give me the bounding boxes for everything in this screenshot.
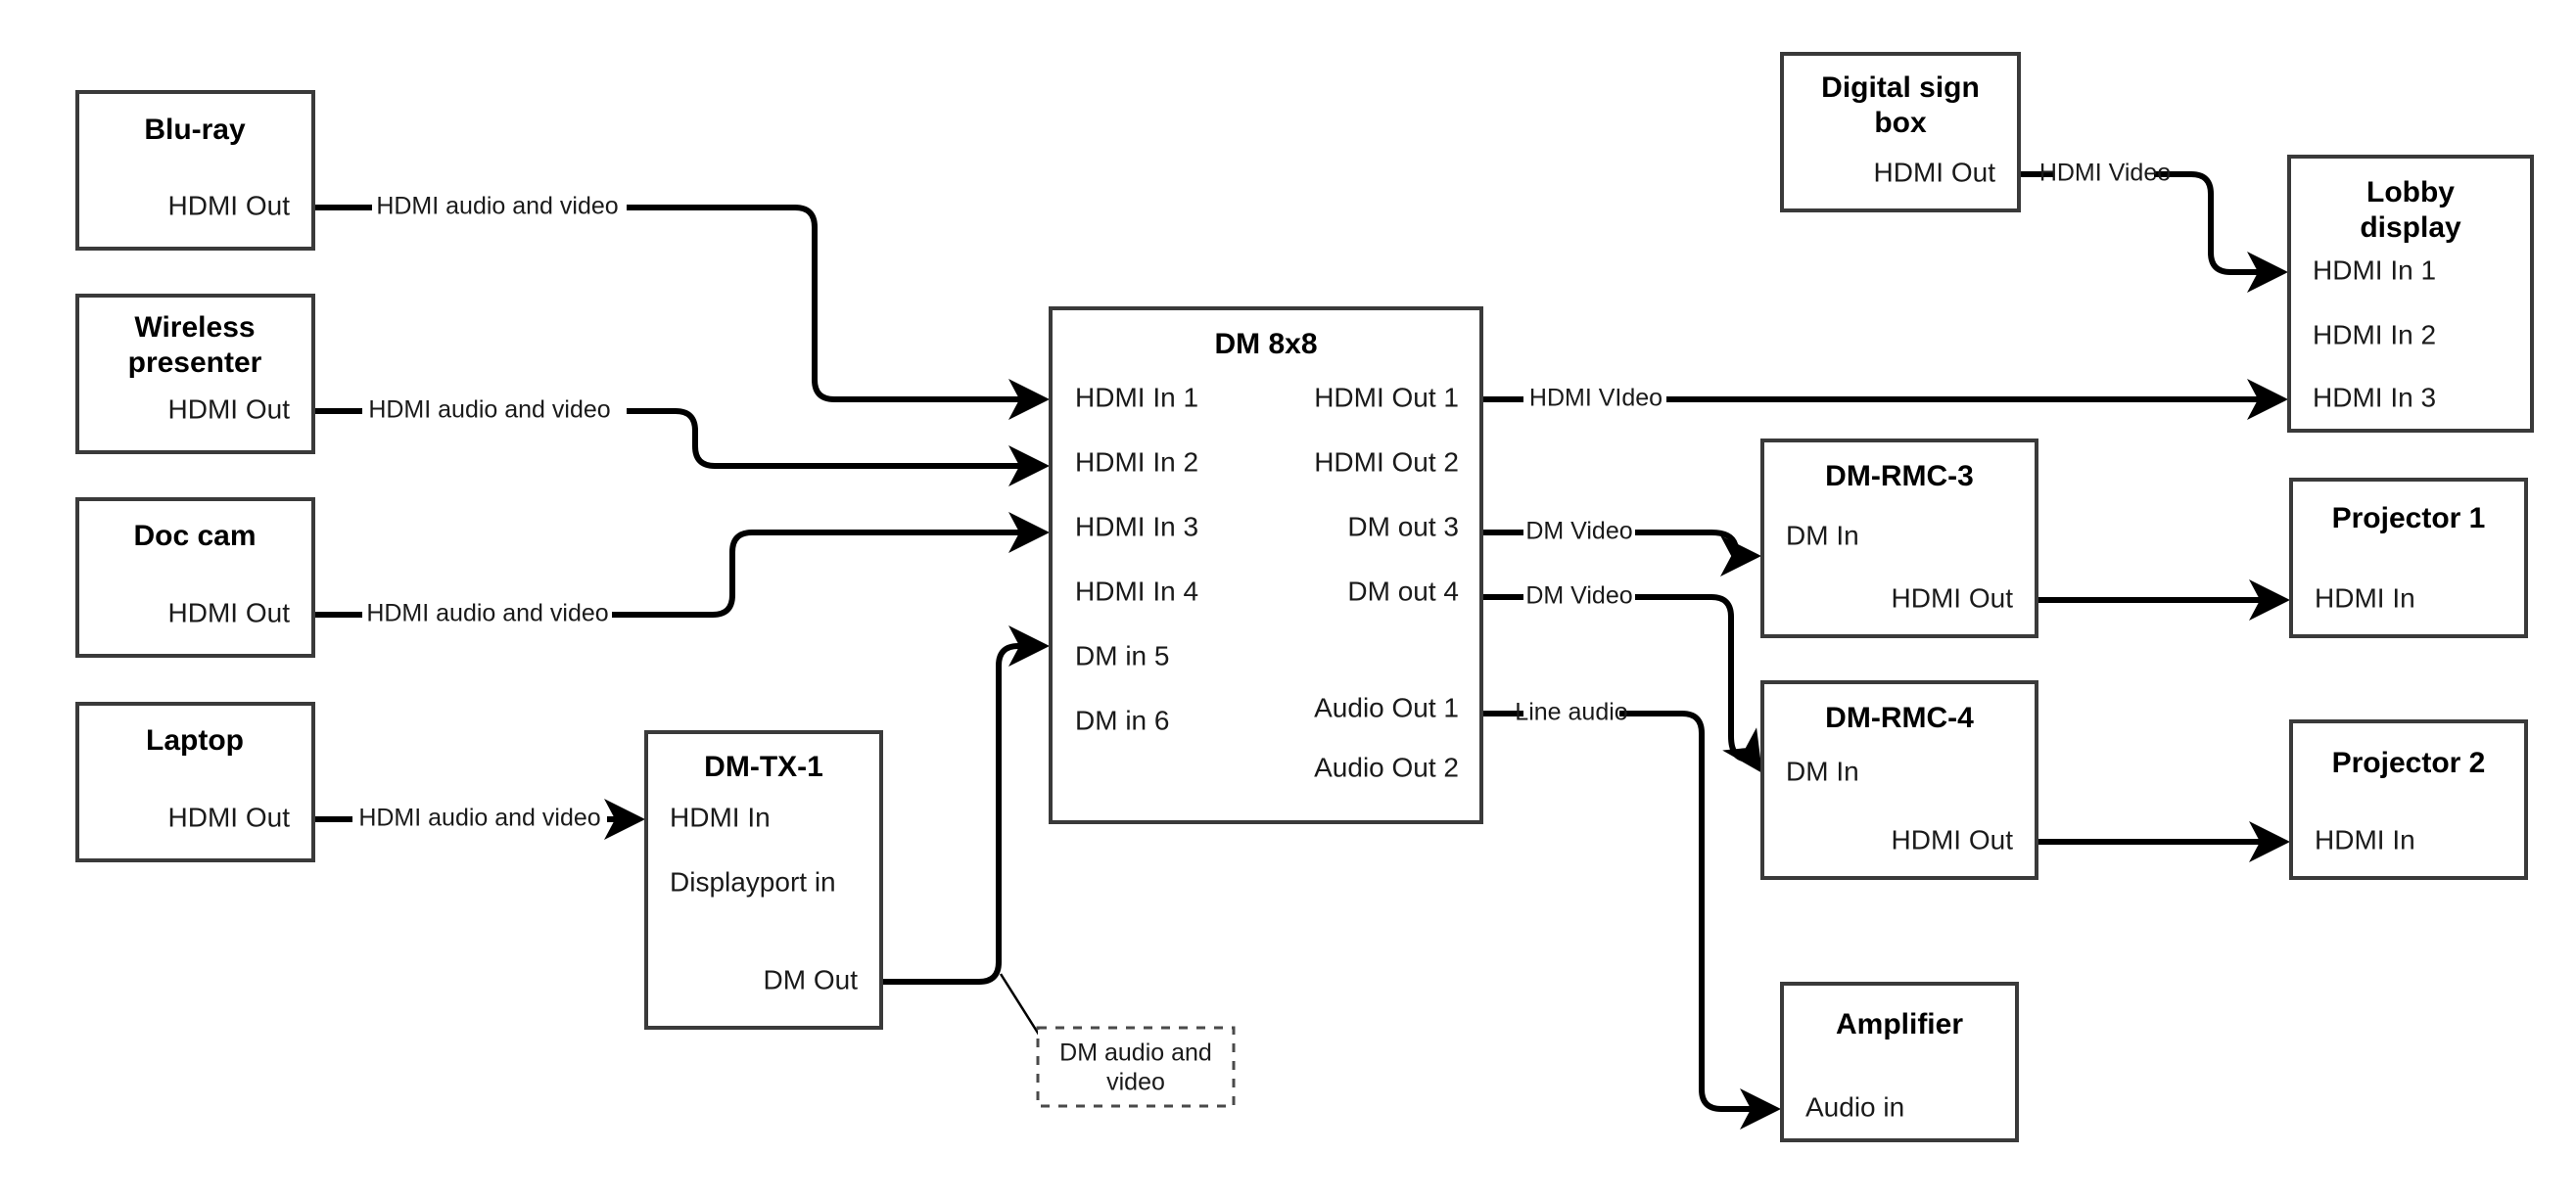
lobby-display-port-hdmi-in-3: HDMI In 3 — [2313, 382, 2436, 412]
blu-ray-box[interactable] — [75, 90, 315, 251]
laptop-title: Laptop — [146, 724, 244, 757]
node-blu-ray[interactable]: Blu-ray HDMI Out — [75, 90, 315, 251]
projector-1-title: Projector 1 — [2332, 502, 2486, 534]
dm-rmc-4-port-dm-in: DM In — [1786, 756, 1859, 786]
dm-8x8-port-hdmi-in-1: HDMI In 1 — [1075, 382, 1198, 412]
node-dm-rmc-3[interactable]: DM-RMC-3 DM In HDMI Out — [1760, 439, 2038, 638]
dm-8x8-port-dm-in-5: DM in 5 — [1075, 640, 1169, 670]
node-amplifier[interactable]: Amplifier Audio in — [1780, 982, 2019, 1142]
dm-rmc-4-title: DM-RMC-4 — [1825, 702, 1974, 734]
laptop-port-hdmi-out: HDMI Out — [168, 802, 291, 832]
dm-rmc-3-box[interactable] — [1760, 439, 2038, 638]
edge-doccam-to-dm-in3: HDMI audio and video — [313, 532, 1043, 627]
doc-cam-box[interactable] — [75, 497, 315, 658]
dm-8x8-box[interactable] — [1049, 306, 1483, 824]
digital-sign-box-title-line-1: Digital sign — [1821, 71, 1980, 104]
wireless-presenter-title-line-2: presenter — [128, 346, 262, 379]
edge-dmtx-to-dm-in5 — [881, 625, 1054, 1057]
dm-8x8-port-audio-out-1: Audio Out 1 — [1314, 692, 1459, 722]
dm-rmc-4-port-hdmi-out: HDMI Out — [1892, 824, 2014, 855]
blu-ray-port-hdmi-out: HDMI Out — [168, 190, 291, 220]
dm-8x8-port-hdmi-in-3: HDMI In 3 — [1075, 511, 1198, 541]
edge-bluray-to-dm-in1: HDMI audio and video — [313, 193, 1043, 399]
amplifier-box[interactable] — [1780, 982, 2019, 1142]
amplifier-port-audio-in: Audio in — [1805, 1091, 1904, 1122]
projector-2-port-hdmi-in: HDMI In — [2315, 824, 2415, 855]
dm-8x8-port-hdmi-in-2: HDMI In 2 — [1075, 446, 1198, 477]
lobby-display-box[interactable] — [2287, 155, 2534, 433]
node-dm-rmc-4[interactable]: DM-RMC-4 DM In HDMI Out — [1760, 680, 2038, 880]
dm-tx-1-port-dm-out: DM Out — [764, 964, 859, 994]
edge-audio-out1-to-amplifier: Line audio — [1481, 699, 1774, 1109]
edge-wireless-to-dm-in2: HDMI audio and video — [313, 396, 1043, 466]
edge-label-line-audio: Line audio — [1515, 699, 1627, 726]
edge-dm-out3-to-rmc3: DM Video — [1481, 518, 1755, 556]
laptop-box[interactable] — [75, 702, 315, 862]
dm-8x8-port-dm-out-4: DM out 4 — [1347, 576, 1459, 606]
amplifier-title: Amplifier — [1836, 1008, 1963, 1040]
node-lobby-display[interactable]: Lobby display HDMI In 1 HDMI In 2 HDMI I… — [2287, 155, 2534, 433]
edge-laptop-to-dmtx: HDMI audio and video — [313, 805, 638, 832]
edge-label-bluray: HDMI audio and video — [376, 193, 618, 220]
wireless-presenter-box[interactable] — [75, 294, 315, 454]
node-laptop[interactable]: Laptop HDMI Out — [75, 702, 315, 862]
doc-cam-port-hdmi-out: HDMI Out — [168, 597, 291, 627]
lobby-display-port-hdmi-in-2: HDMI In 2 — [2313, 319, 2436, 349]
projector-2-title: Projector 2 — [2332, 747, 2486, 779]
callout-dm-audio-and-video: DM audio and video — [1036, 1026, 1236, 1108]
dm-tx-1-title: DM-TX-1 — [704, 751, 823, 783]
lobby-display-title-line-2: display — [2360, 211, 2461, 244]
node-projector-1[interactable]: Projector 1 HDMI In — [2289, 478, 2528, 638]
wireless-presenter-port-hdmi-out: HDMI Out — [168, 393, 291, 424]
dm-8x8-port-hdmi-out-1: HDMI Out 1 — [1314, 382, 1459, 412]
dm-rmc-3-title: DM-RMC-3 — [1825, 460, 1974, 492]
dm-rmc-3-port-dm-in: DM In — [1786, 520, 1859, 550]
dm-audio-video-callout-box — [1036, 1026, 1236, 1108]
blu-ray-title: Blu-ray — [144, 114, 246, 146]
digital-sign-box-port-hdmi-out: HDMI Out — [1874, 157, 1996, 187]
edge-label-hdmi-video-sign: HDMI Video — [2039, 160, 2171, 187]
edge-dm-out4-to-rmc4: DM Video — [1481, 582, 1758, 767]
dm-8x8-port-audio-out-2: Audio Out 2 — [1314, 752, 1459, 782]
projector-2-box[interactable] — [2289, 719, 2528, 880]
projector-1-port-hdmi-in: HDMI In — [2315, 582, 2415, 613]
node-dm-8x8[interactable]: DM 8x8 HDMI In 1 HDMI In 2 HDMI In 3 HDM… — [1049, 306, 1483, 824]
node-dm-tx-1[interactable]: DM-TX-1 HDMI In Displayport in DM Out — [644, 730, 883, 1030]
edge-label-laptop: HDMI audio and video — [358, 805, 600, 832]
dm-tx-1-port-hdmi-in: HDMI In — [670, 802, 771, 832]
edge-label-doccam: HDMI audio and video — [366, 600, 608, 627]
dm-8x8-port-hdmi-out-2: HDMI Out 2 — [1314, 446, 1459, 477]
edge-signbox-to-lobby-in1: HDMI Video — [2019, 160, 2281, 272]
doc-cam-title: Doc cam — [133, 520, 256, 552]
digital-sign-box-title-line-2: box — [1874, 107, 1927, 139]
edge-label-hdmi-video-out1: HDMI VIdeo — [1529, 385, 1663, 412]
lobby-display-port-hdmi-in-1: HDMI In 1 — [2313, 254, 2436, 285]
edge-label-dm-video-3: DM Video — [1525, 518, 1632, 545]
edge-dm-out1-to-lobby-in3: HDMI VIdeo — [1481, 385, 2281, 412]
node-projector-2[interactable]: Projector 2 HDMI In — [2289, 719, 2528, 880]
dm-audio-video-callout-line-1: DM audio and — [1059, 1039, 1212, 1067]
edge-label-dm-video-4: DM Video — [1525, 582, 1632, 610]
dm-audio-video-callout-line-2: video — [1106, 1069, 1165, 1096]
digital-sign-box-box[interactable] — [1780, 52, 2021, 212]
dm-8x8-port-dm-in-6: DM in 6 — [1075, 705, 1169, 735]
edge-label-wireless: HDMI audio and video — [368, 396, 610, 424]
dm-rmc-4-box[interactable] — [1760, 680, 2038, 880]
dm-tx-1-box[interactable] — [644, 730, 883, 1030]
node-doc-cam[interactable]: Doc cam HDMI Out — [75, 497, 315, 658]
lobby-display-title-line-1: Lobby — [2366, 176, 2455, 208]
dm-rmc-3-port-hdmi-out: HDMI Out — [1892, 582, 2014, 613]
dm-8x8-port-hdmi-in-4: HDMI In 4 — [1075, 576, 1198, 606]
node-digital-sign-box[interactable]: Digital sign box HDMI Out — [1780, 52, 2021, 212]
dm-8x8-port-dm-out-3: DM out 3 — [1347, 511, 1459, 541]
wireless-presenter-title-line-1: Wireless — [134, 311, 255, 344]
projector-1-box[interactable] — [2289, 478, 2528, 638]
node-wireless-presenter[interactable]: Wireless presenter HDMI Out — [75, 294, 315, 454]
dm-8x8-title: DM 8x8 — [1214, 328, 1317, 360]
dm-tx-1-port-displayport-in: Displayport in — [670, 866, 836, 897]
